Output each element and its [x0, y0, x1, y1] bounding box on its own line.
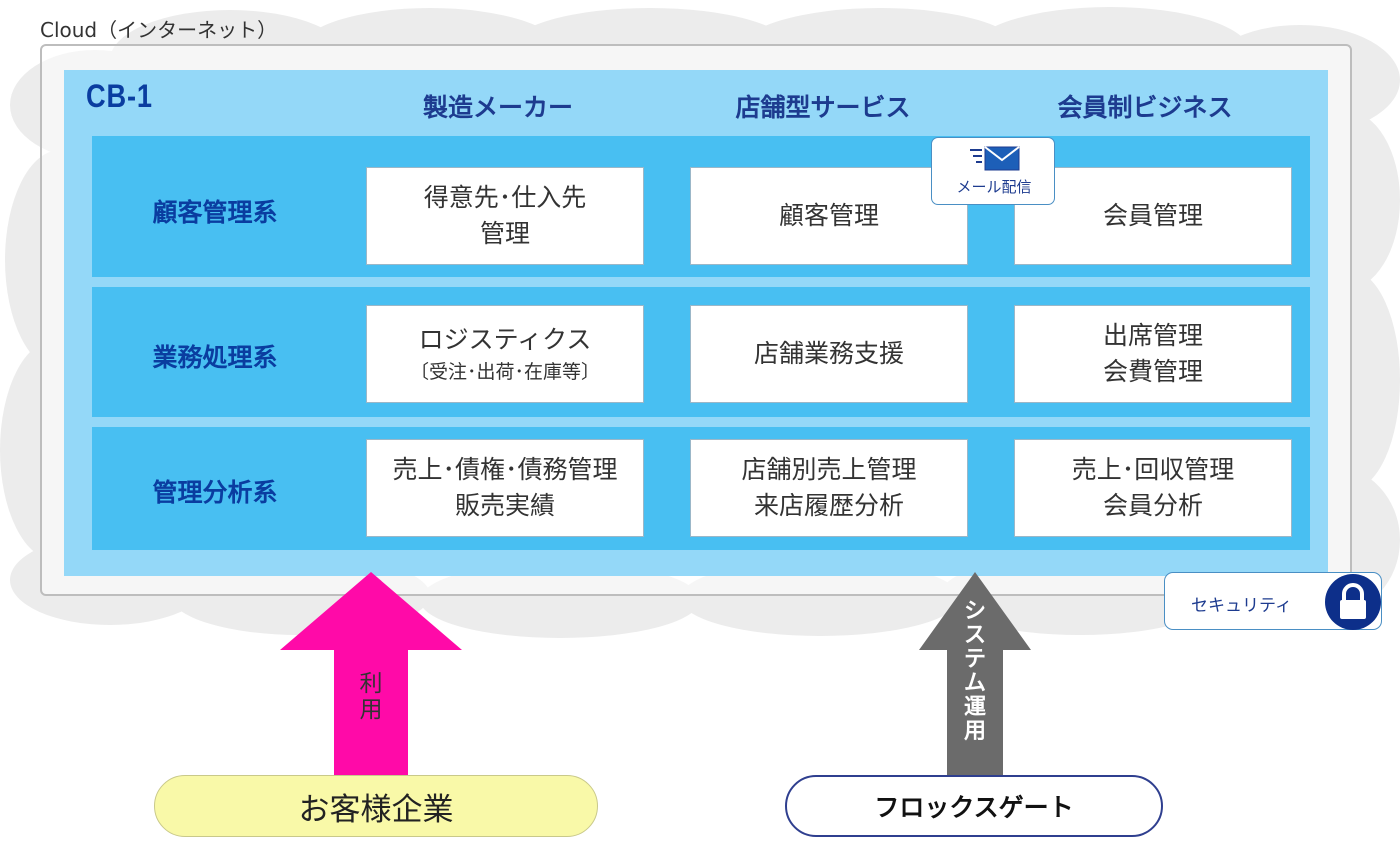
card-line: 顧客管理: [778, 201, 879, 230]
security-badge: セキュリティ: [1164, 572, 1382, 630]
use-arrow: [280, 572, 462, 776]
function-card: ロジスティクス 〔受注･出荷･在庫等〕: [366, 305, 644, 403]
function-card: 会員管理: [1014, 167, 1292, 265]
security-badge-label: セキュリティ: [1191, 596, 1292, 616]
card-line: 管理: [479, 219, 530, 248]
cloud-label: Cloud（インターネット）: [40, 18, 278, 42]
mail-delivery-badge: メール配信: [931, 137, 1055, 205]
function-card: 店舗別売上管理 来店履歴分析: [690, 439, 968, 537]
function-card: 得意先･仕入先 管理: [366, 167, 644, 265]
row-label-customer: 顧客管理系: [152, 198, 278, 227]
mail-badge-label: メール配信: [956, 178, 1032, 196]
flockgate-pill: フロックスゲート: [785, 775, 1163, 837]
card-line: 出席管理: [1102, 321, 1203, 350]
mail-icon: [970, 146, 1020, 171]
card-line: ロジスティクス: [418, 325, 592, 354]
function-card: 店舗業務支援: [690, 305, 968, 403]
card-line: 会費管理: [1102, 357, 1203, 386]
card-subline: 〔受注･出荷･在庫等〕: [409, 361, 600, 383]
column-header-manufacturer: 製造メーカー: [422, 93, 573, 122]
column-header-membership: 会員制ビジネス: [1057, 93, 1233, 122]
function-card: 出席管理 会費管理: [1014, 305, 1292, 403]
system-operation-label: システム運用: [963, 599, 986, 744]
card-line: 会員分析: [1102, 491, 1203, 520]
system-operation-arrow: [919, 572, 1031, 776]
card-line: 店舗業務支援: [753, 339, 904, 368]
row-label-operations: 業務処理系: [152, 343, 278, 372]
panel-title: CB-1: [86, 78, 153, 114]
card-line: 来店履歴分析: [753, 491, 904, 520]
function-card: 顧客管理: [690, 167, 968, 265]
card-line: 店舗別売上管理: [741, 455, 917, 484]
use-arrow-label: 利用: [359, 671, 383, 723]
function-card: 売上･債権･債務管理 販売実績: [366, 439, 644, 537]
lock-icon: [1325, 574, 1381, 630]
card-line: 得意先･仕入先: [423, 183, 587, 212]
card-line: 販売実績: [454, 491, 555, 520]
column-header-store-service: 店舗型サービス: [735, 93, 911, 122]
card-line: 売上･回収管理: [1071, 455, 1235, 484]
card-line: 売上･債権･債務管理: [392, 455, 618, 484]
function-card: 売上･回収管理 会員分析: [1014, 439, 1292, 537]
card-line: 会員管理: [1102, 201, 1203, 230]
row-label-analysis: 管理分析系: [152, 478, 278, 507]
customer-company-pill: お客様企業: [154, 775, 598, 837]
